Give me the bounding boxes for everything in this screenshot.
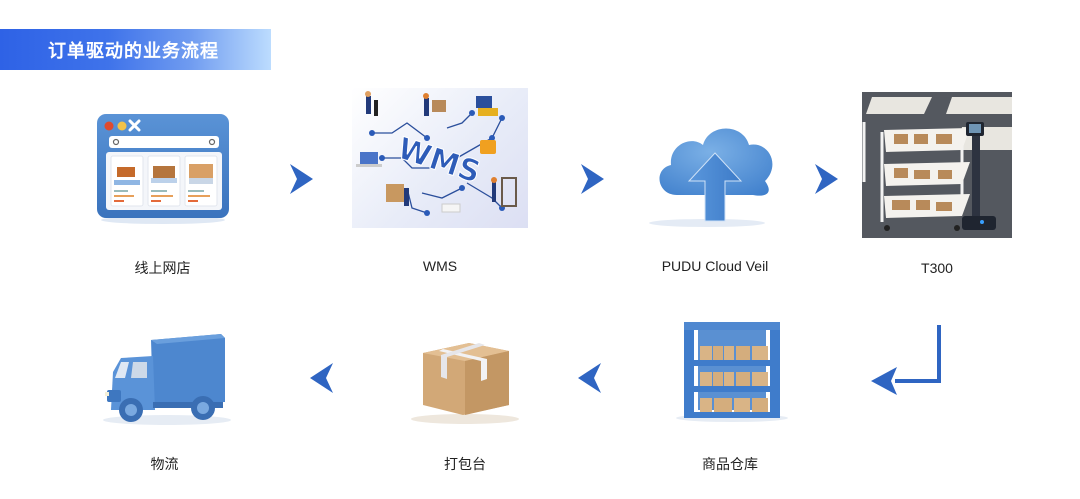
node-wms: WMS WMS — [352, 88, 528, 274]
node-label: 打包台 — [444, 456, 486, 472]
node-label: 物流 — [150, 456, 179, 472]
flow-arrow-left — [577, 362, 603, 394]
flow-arrow-right — [813, 163, 839, 195]
node-label: T300 — [921, 260, 953, 276]
wms-art-text: WMS — [393, 131, 484, 190]
node-pudu-cloud: PUDU Cloud Veil — [640, 110, 790, 274]
node-online-store: 线上网店 — [90, 108, 235, 276]
node-label: PUDU Cloud Veil — [661, 258, 769, 274]
node-warehouse: 商品仓库 — [665, 316, 795, 472]
title-banner: 订单驱动的业务流程 — [0, 29, 271, 70]
truck-icon — [92, 320, 237, 428]
t300-robot-photo — [862, 92, 1012, 238]
node-label: 线上网店 — [134, 260, 191, 276]
cloud-upload-icon — [640, 110, 790, 230]
flow-arrow-right — [579, 163, 605, 195]
node-t300: T300 — [862, 92, 1012, 276]
shelf-rack-icon — [665, 316, 795, 426]
flow-arrow-right — [288, 163, 314, 195]
node-label: WMS — [422, 258, 458, 274]
flow-arrow-left — [309, 362, 335, 394]
node-label: 商品仓库 — [702, 456, 758, 472]
node-packing: 打包台 — [400, 322, 530, 472]
page-title: 订单驱动的业务流程 — [48, 40, 219, 61]
node-logistics: 物流 — [92, 320, 237, 472]
flow-arrow-return — [869, 323, 945, 395]
package-box-icon — [400, 322, 530, 428]
browser-window-icon — [90, 108, 235, 228]
wms-illustration: WMS — [352, 88, 528, 228]
